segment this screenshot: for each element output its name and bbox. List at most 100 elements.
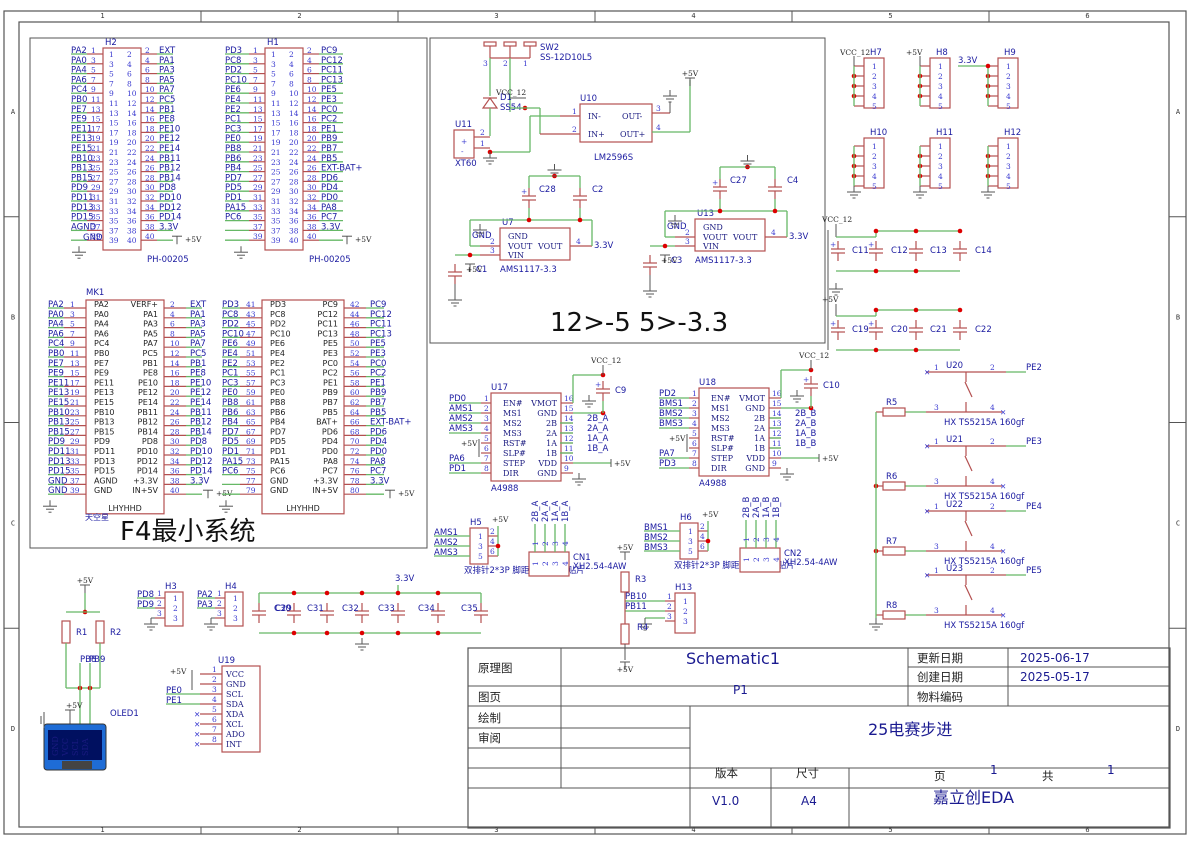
project-title: 25电赛步进 [868, 720, 952, 739]
material-code-label: 物料编码 [917, 690, 963, 704]
header-part: PH-00205 [147, 255, 189, 265]
pin-name: PC9 [323, 300, 339, 309]
polarity-mark: + [868, 240, 874, 249]
junction-dot [913, 228, 919, 234]
module-net-label: PC5 [190, 349, 206, 359]
power-label: +5V [822, 454, 839, 463]
pin-name: PB13 [94, 418, 115, 427]
pin-number: 19 [109, 138, 119, 147]
pin-name: ADO [225, 730, 245, 739]
power-label: +5V [614, 459, 631, 468]
header-net-label: 3.3V [321, 222, 341, 232]
header-net-label: PB0 [71, 95, 87, 105]
pin-number: 30 [170, 437, 180, 446]
no-connect-icon: ✕ [1000, 547, 1006, 556]
pin-number: 17 [70, 378, 80, 387]
pin-number: 26 [289, 168, 299, 177]
pin-number: 6 [145, 66, 150, 75]
module-net-label: PA7 [190, 339, 206, 349]
ms-header-part: 双排针2*3P 脚距2.54mm 贴片 [674, 560, 795, 571]
pin-header-ref: H10 [870, 128, 887, 138]
module-net-label: PD15 [48, 467, 71, 477]
pin-number: 5 [253, 66, 258, 75]
pin-name: PB5 [323, 408, 338, 417]
module-net-label: PD4 [370, 437, 387, 447]
header-net-label: PD14 [159, 213, 182, 223]
pin-number: 1 [683, 597, 688, 606]
pin-number: 3 [934, 403, 939, 412]
module-net-label: EXT [190, 300, 207, 310]
pin-number: 22 [289, 148, 299, 157]
h13-net-label: PB10 [625, 592, 647, 602]
capacitor-ref: C27 [730, 176, 747, 186]
pin-number: 27 [70, 427, 80, 436]
mk1-vendor-label: 天空星 [85, 512, 109, 522]
pin-name: PB1 [143, 359, 158, 368]
pin-number: 31 [109, 197, 119, 206]
power-label: +5V [661, 256, 678, 265]
pin-name: PB15 [94, 427, 115, 436]
module-net-label: PA4 [48, 320, 64, 330]
module-net-label: PD2 [222, 320, 239, 330]
header-net-label: PE6 [225, 85, 241, 95]
pin-number: 25 [253, 164, 263, 173]
pin-number: 4 [938, 92, 943, 101]
pin-name: PA1 [143, 310, 158, 319]
module-net-label: PA6 [48, 329, 64, 339]
pin-number: 2 [1006, 152, 1011, 161]
header-net-label: AGND [71, 222, 97, 232]
pin-number: 16 [170, 369, 180, 378]
pin-name: SCL [226, 690, 244, 699]
header-net-label: PB15 [71, 173, 93, 183]
ms-header-ref: H5 [470, 518, 482, 528]
module-part: LHYHHD [108, 504, 142, 513]
module-net-label: 3.3V [370, 476, 390, 486]
pin-number: 5 [1006, 182, 1011, 191]
xt60-body [453, 129, 475, 159]
pin-name: PD8 [142, 437, 158, 446]
pin-number: 13 [109, 109, 119, 118]
pin-number: 40 [170, 486, 180, 495]
resistor-ref: R6 [886, 472, 897, 482]
capacitor-ref: C34 [418, 604, 435, 614]
small-header-net: PA2 [197, 590, 213, 600]
ruler-column-label: 4 [691, 826, 695, 834]
pin-number: 2 [752, 557, 761, 562]
pin-number: 57 [246, 378, 256, 387]
pin-number: 4 [127, 60, 132, 69]
connector-part: XH2.54-4AW [573, 562, 627, 572]
header-net-label: PE1 [321, 124, 337, 134]
pin-name: PB12 [138, 418, 159, 427]
imu-body [221, 665, 261, 753]
resistor-ref: R4 [637, 623, 648, 633]
pin-name: INT [226, 740, 242, 749]
pin-name: 1A [546, 439, 557, 448]
junction-dot [359, 590, 365, 596]
pin-name: VOUT [537, 242, 563, 251]
capacitor-ref: C22 [975, 325, 992, 335]
pin-name: PB10 [94, 408, 115, 417]
pin-number: 1 [70, 300, 75, 309]
pin-number: 1 [173, 594, 178, 603]
ruler-row-label: A [11, 108, 16, 116]
header-net-label: PE5 [321, 85, 337, 95]
pin-name: +3.3V [133, 476, 158, 485]
header-net-label: PC10 [225, 75, 247, 85]
header-net-label: PE10 [159, 124, 180, 134]
module-net-label: PB12 [190, 418, 212, 428]
pin-number: 3 [551, 561, 560, 566]
review-label: 审阅 [478, 731, 501, 745]
driver-net-label: BMS1 [659, 399, 683, 409]
diode-icon [481, 96, 499, 109]
pin-number: 2 [127, 50, 132, 59]
pin-number: 47 [246, 329, 256, 338]
oled-pin-label: VCC [61, 738, 70, 757]
pin-number: 6 [289, 70, 294, 79]
pin-number: 38 [170, 476, 180, 485]
driver-net-label: BMS2 [659, 409, 683, 419]
module-net-label: PE10 [190, 378, 211, 388]
pin-name: PE6 [270, 339, 285, 348]
pin-number: 68 [350, 427, 360, 436]
title-block: 原理图 Schematic1 图页 P1 更新日期 2025-06-17 创建日… [467, 647, 1171, 829]
